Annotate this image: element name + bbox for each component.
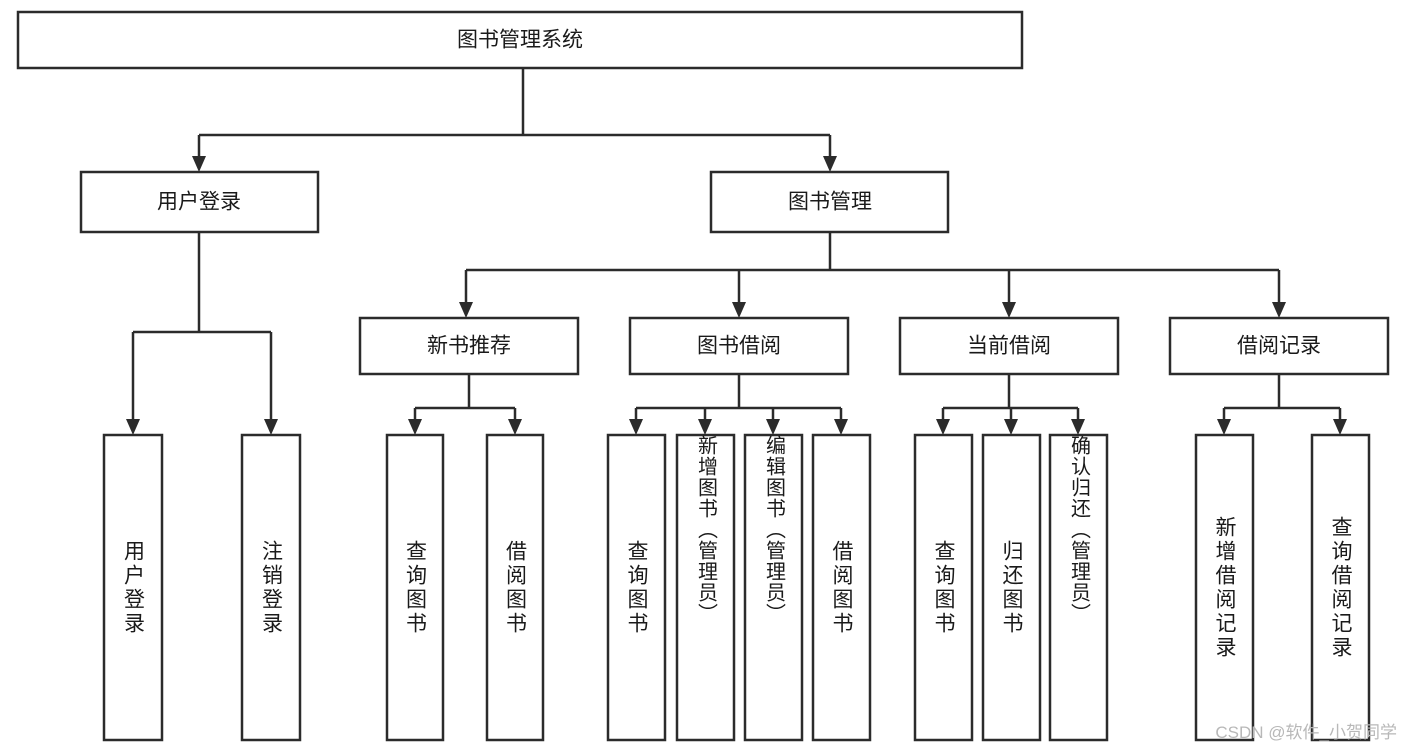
arrowhead-current-borrow: [1002, 302, 1016, 318]
node-borrow-records[interactable]: 借阅记录: [1168, 316, 1390, 376]
node-new-book-recommend-label: 新书推荐: [427, 335, 511, 358]
node-book-borrow-box[interactable]: [628, 316, 850, 376]
node-new-book-recommend-box[interactable]: [358, 316, 580, 376]
arrowhead-nb-query: [408, 419, 422, 435]
arrowhead-book-mgmt: [823, 156, 837, 172]
node-book-management[interactable]: 图书管理: [709, 170, 950, 234]
arrowhead-rec-add: [1217, 419, 1231, 435]
connectors-book-mgmt-to-level3: [459, 232, 1286, 318]
connectors-user-login-to-leaves: [126, 232, 278, 435]
connectors-current-borrow-to-leaves: [936, 374, 1085, 435]
leaf-box-rec-add-record[interactable]: [1194, 433, 1255, 742]
arrowhead-cb-confirm: [1071, 419, 1085, 435]
arrowhead-new-book: [459, 302, 473, 318]
arrowhead-borrow: [732, 302, 746, 318]
leaf-box-user-login[interactable]: [102, 433, 164, 742]
leaf-box-rec-query-record[interactable]: [1310, 433, 1371, 742]
arrowhead-bw-borrow: [834, 419, 848, 435]
arrowhead-records: [1272, 302, 1286, 318]
arrowhead-user-login: [192, 156, 206, 172]
node-current-borrow-box[interactable]: [898, 316, 1120, 376]
node-root-label: 图书管理系统: [457, 29, 583, 52]
node-current-borrow-label: 当前借阅: [967, 335, 1051, 358]
connectors-root-to-level2: [192, 68, 837, 172]
leaf-box-bw-borrow-book[interactable]: [811, 433, 872, 742]
node-book-management-label: 图书管理: [788, 191, 872, 214]
arrowhead-cb-return: [1004, 419, 1018, 435]
arrowhead-bw-add: [698, 419, 712, 435]
leaf-box-cb-return-book[interactable]: [981, 433, 1042, 742]
leaf-box-bw-edit-book[interactable]: [743, 433, 804, 742]
node-root-box[interactable]: [16, 10, 1024, 70]
arrowhead-cb-query: [936, 419, 950, 435]
node-borrow-records-box[interactable]: [1168, 316, 1390, 376]
connectors-new-book-to-leaves: [408, 374, 522, 435]
leaf-box-cb-confirm-return[interactable]: [1048, 433, 1109, 742]
node-borrow-records-label: 借阅记录: [1237, 335, 1321, 358]
leaf-box-bw-add-book[interactable]: [675, 433, 736, 742]
node-user-login-label: 用户登录: [157, 191, 241, 214]
leaf-box-logout[interactable]: [240, 433, 302, 742]
arrowhead-leaf-logout: [264, 419, 278, 435]
node-root[interactable]: 图书管理系统: [16, 10, 1024, 70]
node-user-login-box[interactable]: [79, 170, 320, 234]
csdn-watermark: CSDN @软件_小贺同学: [1215, 723, 1397, 742]
leaf-box-nb-query-book[interactable]: [385, 433, 445, 742]
node-book-management-box[interactable]: [709, 170, 950, 234]
arrowhead-rec-query: [1333, 419, 1347, 435]
node-new-book-recommend[interactable]: 新书推荐: [358, 316, 580, 376]
leaf-box-nb-borrow-book[interactable]: [485, 433, 545, 742]
node-book-borrow[interactable]: 图书借阅: [628, 316, 850, 376]
leaf-box-cb-query-book[interactable]: [913, 433, 974, 742]
leaf-box-bw-query-book[interactable]: [606, 433, 667, 742]
connectors-records-to-leaves: [1217, 374, 1347, 435]
arrowhead-leaf-user-login: [126, 419, 140, 435]
arrowhead-nb-borrow: [508, 419, 522, 435]
arrowhead-bw-edit: [766, 419, 780, 435]
connectors-borrow-to-leaves: [629, 374, 848, 435]
node-user-login[interactable]: 用户登录: [79, 170, 320, 234]
node-current-borrow[interactable]: 当前借阅: [898, 316, 1120, 376]
node-book-borrow-label: 图书借阅: [697, 335, 781, 358]
leaf-boxes: [102, 433, 1371, 742]
arrowhead-bw-query: [629, 419, 643, 435]
